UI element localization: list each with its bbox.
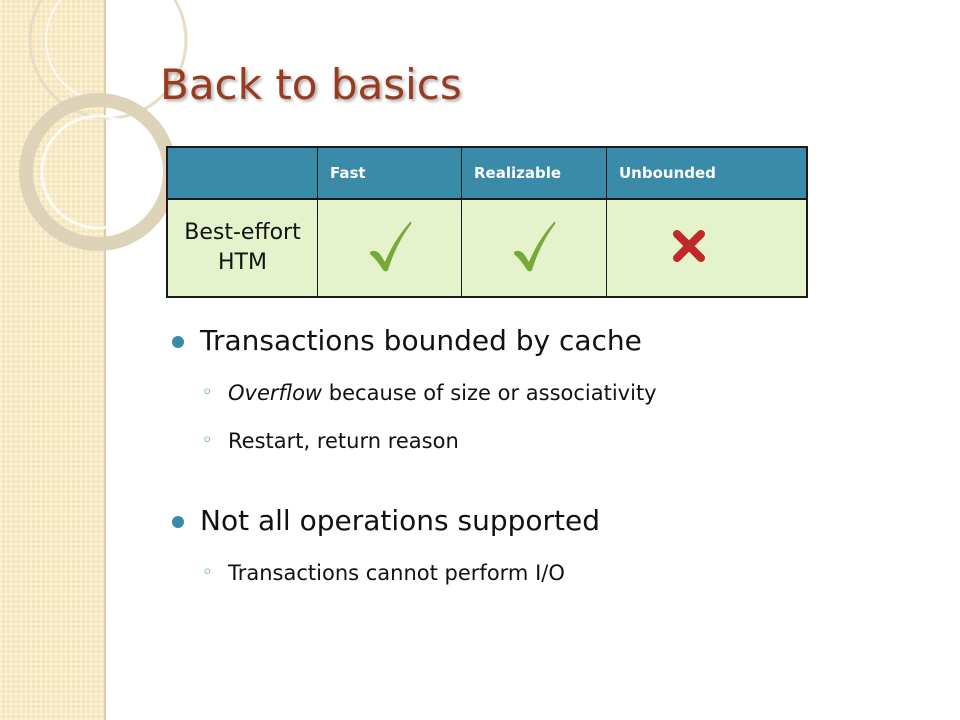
sub-bullet-item: Restart, return reason <box>170 426 910 456</box>
comparison-table: Fast Realizable Unbounded Best-effort HT… <box>166 146 808 298</box>
bullet-item: Not all operations supported <box>170 502 910 540</box>
cross-icon <box>673 230 705 262</box>
header-unbounded: Unbounded <box>606 146 808 200</box>
header-fast: Fast <box>317 146 462 200</box>
fast-cell <box>317 199 462 298</box>
row-label-line1: Best-effort <box>184 220 301 245</box>
header-empty <box>166 146 318 200</box>
emphasis-text: Overflow <box>228 381 323 405</box>
unbounded-cell <box>606 199 808 298</box>
sub-bullet-text: because of size or associativity <box>322 381 657 405</box>
table-header-row: Fast Realizable Unbounded <box>166 146 808 200</box>
sub-bullet-text: Transactions cannot perform I/O <box>228 561 565 585</box>
check-icon <box>369 221 411 272</box>
bullet-item: Transactions bounded by cache <box>170 322 910 360</box>
header-realizable: Realizable <box>461 146 607 200</box>
row-label-line2: HTM <box>218 250 267 275</box>
check-icon <box>514 221 556 272</box>
slide-title: Back to basics <box>160 60 462 109</box>
bullet-list: Transactions bounded by cache Overflow b… <box>170 322 910 588</box>
table-row: Best-effort HTM <box>166 199 808 298</box>
realizable-cell <box>461 199 607 298</box>
sub-bullet-item: Transactions cannot perform I/O <box>170 558 910 588</box>
sub-bullet-text: Restart, return reason <box>228 429 459 453</box>
sub-bullet-item: Overflow because of size or associativit… <box>170 378 910 408</box>
row-label-cell: Best-effort HTM <box>166 199 318 298</box>
